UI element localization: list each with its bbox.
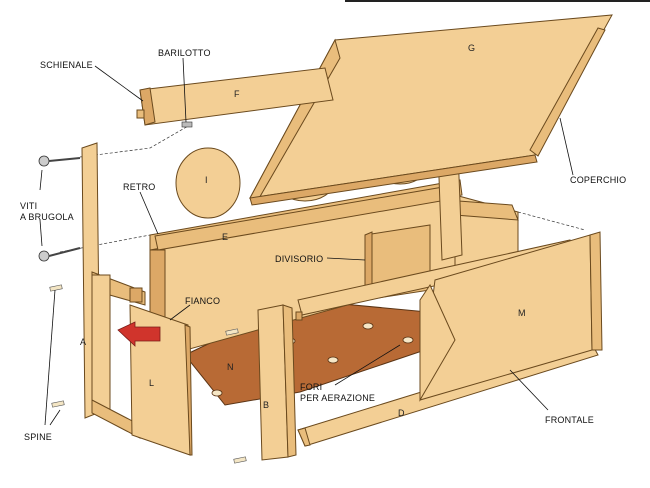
dowel-icon [225, 328, 239, 336]
side-panel-edge [184, 324, 193, 456]
label-barilotto: BARILOTTO [158, 48, 211, 58]
part-letter-e: E [222, 232, 228, 242]
label-fori-line1: FORI [300, 382, 322, 392]
front-panel-edge [589, 231, 603, 351]
part-letter-i: I [205, 175, 208, 185]
lid-right-batten [529, 27, 606, 157]
vent-hole [402, 336, 414, 344]
backrest-dowel [136, 109, 145, 119]
front-leg-b-side [282, 304, 297, 458]
label-coperchio: COPERCHIO [570, 175, 626, 185]
insert-arrow-icon [117, 321, 161, 347]
label-retro: RETRO [123, 182, 156, 192]
leader-retro [139, 191, 159, 235]
part-letter-l: L [149, 378, 154, 388]
leader-spine-top [44, 289, 56, 426]
screw-icon [38, 155, 81, 167]
front-panel-cut [419, 283, 456, 402]
leg-tenon [129, 287, 143, 303]
label-viti-line1: VITI [20, 201, 37, 211]
vent-hole [327, 356, 339, 364]
part-letter-m: M [518, 308, 526, 318]
part-letter-f: F [234, 89, 240, 99]
label-schienale: SCHIENALE [40, 60, 93, 70]
leg-b-peg [295, 311, 303, 321]
front-rail-end [297, 427, 311, 447]
leader-frontale [509, 369, 549, 411]
label-frontale: FRONTALE [545, 415, 594, 425]
leader-viti-top [39, 169, 43, 191]
part-letter-a: A [80, 337, 86, 347]
label-fianco: FIANCO [185, 296, 220, 306]
label-fori-line2: PER AERAZIONE [300, 393, 375, 403]
assembly-line-screw-top [79, 124, 191, 158]
dowel-icon [49, 284, 63, 292]
left-leg-inner [91, 274, 111, 413]
vent-hole [362, 322, 374, 330]
barrel-nut-icon [181, 121, 193, 128]
part-letter-d: D [398, 408, 405, 418]
leader-fori [334, 344, 401, 386]
label-divisorio: DIVISORIO [275, 254, 323, 264]
lid-front-edge [249, 154, 538, 206]
part-letter-n: N [227, 362, 234, 372]
part-letter-g: G [468, 43, 475, 53]
disc-i [175, 147, 241, 219]
assembly-line-right [517, 211, 586, 231]
label-viti-line2: A BRUGOLA [20, 212, 74, 222]
top-border-strip [345, 0, 650, 2]
leader-barilotto [182, 57, 187, 123]
leader-divisorio [326, 257, 366, 261]
part-letter-b: B [263, 400, 269, 410]
leader-spine-bottom [49, 409, 61, 426]
dowel-icon [233, 456, 247, 464]
leader-schienale [94, 65, 144, 102]
dowel-icon [51, 400, 65, 408]
vent-hole [211, 389, 223, 397]
leader-fianco [169, 304, 191, 321]
leader-viti-bottom [39, 219, 43, 247]
leader-coperchio [559, 117, 574, 176]
label-spine: SPINE [24, 432, 52, 442]
screw-icon [38, 247, 81, 262]
